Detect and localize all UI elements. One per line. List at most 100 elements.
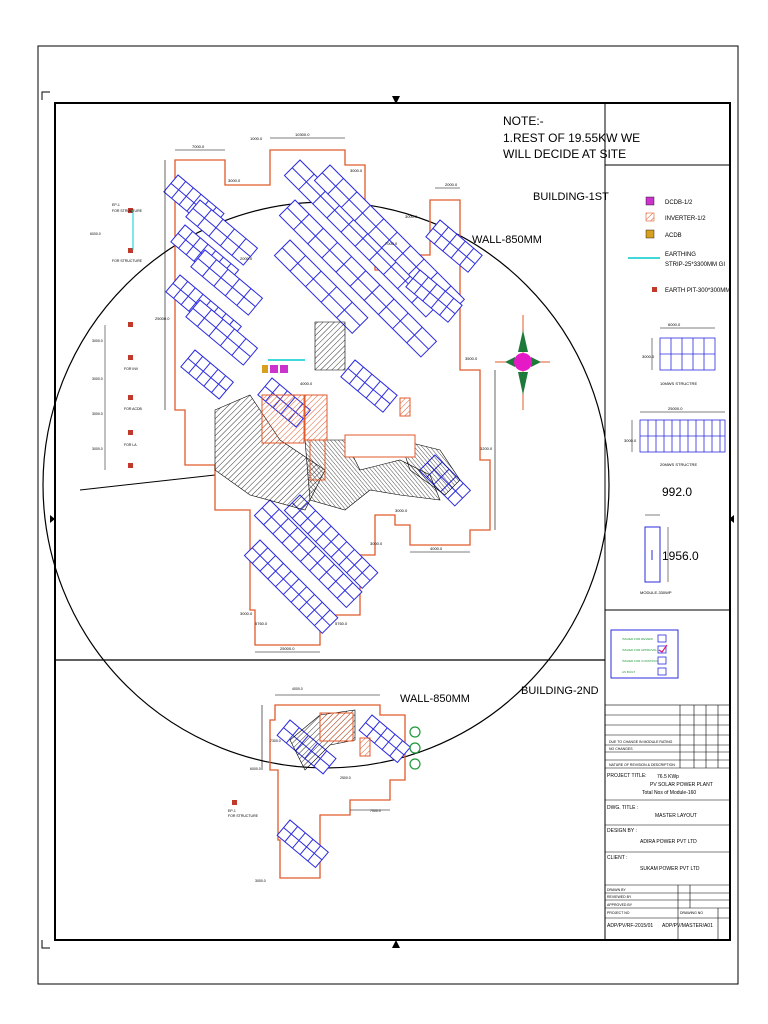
earth-pits-left — [104, 208, 134, 470]
revision-row: NO CHANGES — [609, 747, 633, 751]
dim-label: 3000.0 — [370, 541, 383, 546]
legend-earthing: EARTHING — [665, 252, 696, 258]
cable-trench-hatch — [214, 321, 461, 511]
revision-row: NATURE OF REVISION & DESCRIPTION — [609, 763, 675, 767]
dim-label: 6000.0 — [90, 232, 101, 236]
dim-label: 3000.0 — [92, 339, 103, 343]
earth-pit-label: FOR INV — [124, 367, 139, 371]
module-width-dim: 992.0 — [662, 485, 692, 499]
inverter-room-1 — [261, 394, 305, 444]
dim-label: 3000.0 — [395, 508, 408, 513]
dim-label: 7000.0 — [385, 241, 398, 246]
dim-label: 3200.0 — [480, 446, 493, 451]
note-line-1: NOTE:- — [503, 114, 544, 128]
dim-label: 3000.0 — [92, 377, 103, 381]
wall-label-2: WALL-850MM — [400, 693, 470, 705]
dim-label: 3000.0 — [240, 611, 253, 616]
building2-wall-outline — [269, 704, 406, 879]
dim-label: 3000.0 — [92, 447, 103, 451]
dim-label: 3000.0 — [350, 168, 363, 173]
checkbox[interactable] — [657, 645, 667, 654]
legend-inverter: INVERTER-1/2 — [665, 216, 706, 222]
drawing-no: ADP/PV/MASTER/A01 — [662, 923, 713, 929]
note-line-3: WILL DECIDE AT SITE — [503, 147, 626, 161]
building2-green-fixtures — [409, 726, 421, 770]
title-block — [604, 704, 731, 941]
client-label: CLIENT : — [607, 855, 627, 861]
legend-earth-pit: EARTH PIT-300*300MM — [665, 288, 730, 294]
dim-label: 6000.0 — [250, 767, 261, 771]
inverter-room-2 — [304, 394, 328, 441]
north-compass — [495, 315, 550, 410]
legend-strip: STRIP-25*3300MM GI — [665, 262, 725, 268]
project-title-label: PROJECT TITLE: — [607, 773, 647, 779]
structure-detail-20 — [639, 419, 726, 453]
dim-label: 3000.0 — [255, 879, 266, 883]
earth-pit-label: FOR STRUCTURE — [112, 209, 143, 213]
dim-label: 3000.0 — [92, 412, 103, 416]
structure-20-label: 20MWS STRUCTRE — [660, 462, 697, 467]
project-title-line2: PV SOLAR POWER PLANT — [650, 782, 713, 788]
structure-detail-10 — [659, 337, 716, 371]
dim-label: 7000.0 — [370, 809, 381, 813]
dim-label: 4000.0 — [430, 546, 443, 551]
dim-label: 2000.0 — [445, 182, 458, 187]
project-title-line3: Total Nos of Module-160 — [642, 790, 696, 796]
reviewed-by-label: REVIEWED BY — [607, 895, 632, 899]
checkbox[interactable] — [657, 667, 667, 676]
issue-checklist — [610, 629, 679, 679]
legend: DCDB-1/2 INVERTER-1/2 ACDB EARTHING STRI… — [628, 196, 730, 294]
wall-label-1: WALL-850MM — [472, 234, 542, 246]
outer-frame — [37, 45, 739, 985]
project-no-label: PROJECT NO — [607, 911, 630, 915]
dim-label: 7000.0 — [192, 144, 205, 149]
dim-label: 4000.0 — [292, 687, 303, 691]
module-height-dim: 1956.0 — [662, 549, 699, 563]
checkbox[interactable] — [657, 656, 667, 665]
building1-wall-outline — [174, 149, 491, 646]
dwg-title-label: DWG. TITLE : — [607, 805, 638, 811]
checkbox[interactable] — [657, 634, 667, 643]
checklist-item: ISSUED FOR CONSTRUCTION — [622, 659, 665, 663]
building1-dimension-lines — [164, 137, 496, 653]
dim-label: 25000.0 — [280, 646, 295, 651]
building-2-title: BUILDING-2ND — [521, 685, 599, 697]
design-by-label: DESIGN BY : — [607, 828, 637, 834]
dim-label: 10300.0 — [295, 132, 310, 137]
dim-label: 4000.0 — [300, 381, 313, 386]
dim-label: 3500.0 — [465, 356, 478, 361]
project-title-line1: 76.5 KWp — [657, 774, 679, 780]
dim-label: 3000.0 — [228, 178, 241, 183]
dim-label: 6000.0 — [668, 322, 681, 327]
earth-pit-label: EP-1 — [228, 809, 236, 813]
earth-pit-label: FOR LA — [124, 443, 137, 447]
dim-label: 25000.0 — [155, 316, 170, 321]
dim-label: 5760.0 — [335, 621, 348, 626]
earth-pit-label: FOR STRUCTURE — [228, 814, 259, 818]
dim-label: 25000.0 — [668, 406, 683, 411]
earth-pit-label: FOR ACDB — [124, 407, 143, 411]
earth-pit-label: FOR STRUCTURE — [112, 259, 143, 263]
design-by: ADIRA POWER PVT LTD — [640, 839, 697, 845]
building-1-title: BUILDING-1ST — [533, 191, 609, 203]
checklist-item: AS BUILT — [622, 670, 635, 674]
client: SUKAM POWER PVT LTD — [640, 866, 700, 872]
dim-label: 3000.0 — [624, 438, 637, 443]
module-label: MODULE-330WP — [640, 590, 672, 595]
project-no: ADP/PV/RF-2015/01 — [607, 923, 653, 929]
building1-dim-texts: 7000.0 10300.0 2000.0 25000.0 4000.0 100… — [155, 132, 493, 651]
dim-label: 1000.0 — [250, 136, 263, 141]
dim-label: 3000.0 — [642, 354, 655, 359]
earth-pit-label: EP-1 — [112, 203, 120, 207]
revision-row: DUE TO CHANGE IN MODULE RATING — [609, 740, 673, 744]
note-line-2: 1.REST OF 19.55KW WE — [503, 131, 640, 145]
dim-label: 5760.0 — [255, 621, 268, 626]
note-block: NOTE:- 1.REST OF 19.55KW WE WILL DECIDE … — [503, 114, 640, 161]
dim-label: 2500.0 — [340, 776, 351, 780]
checklist-item: ISSUED FOR REVIEW — [622, 637, 653, 641]
drawing-no-label: DRAWING NO — [680, 911, 703, 915]
legend-acdb: ACDB — [665, 233, 682, 239]
checklist-item: ISSUED FOR APPROVAL — [622, 648, 657, 652]
dwg-title: MASTER LAYOUT — [655, 813, 697, 819]
